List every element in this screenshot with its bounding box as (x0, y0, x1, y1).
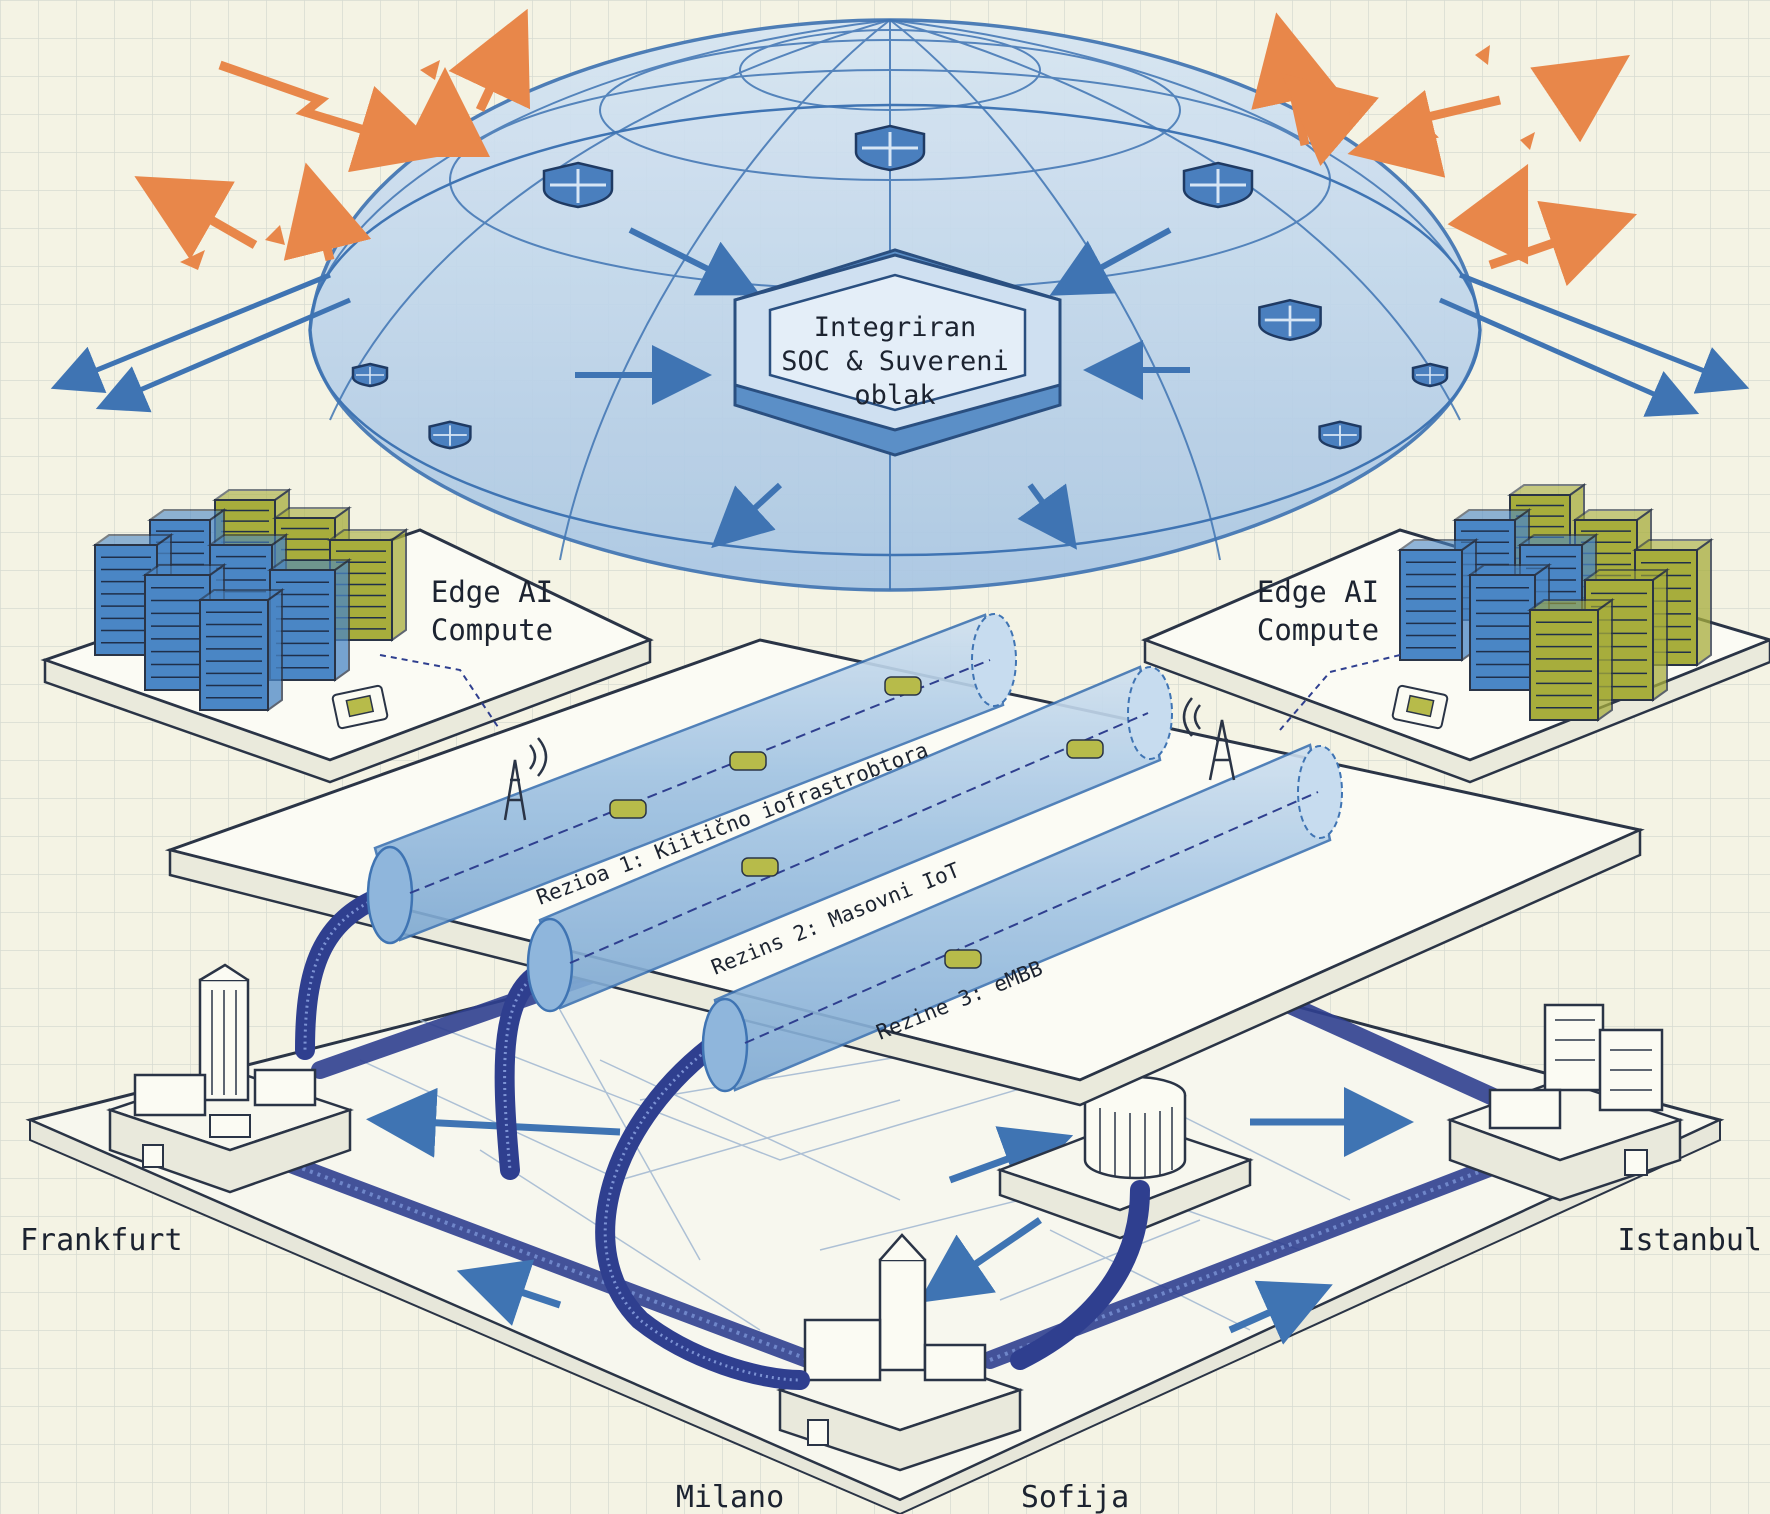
slice-tunnel-1 (366, 613, 1017, 945)
threat-arrows (134, 8, 1638, 287)
server-rack-icon (1526, 598, 1616, 722)
server-rack-icon (196, 588, 286, 712)
shield-icon-cross (862, 132, 918, 166)
city-label-milano: Milano (676, 1480, 784, 1514)
shield-icon-cross (1264, 305, 1316, 337)
edge-ai-right-label-line-1: Edge AI (1257, 575, 1379, 609)
edge-links (379, 654, 1401, 731)
city-istanbul (1446, 1003, 1684, 1202)
core-label-line-2: SOC & Suvereni (781, 346, 1009, 377)
server-racks-right (1396, 483, 1715, 722)
city-label-frankfurt: Frankfurt (20, 1223, 183, 1258)
core-label-line-3: oblak (854, 380, 935, 411)
shield-icon-cross (550, 169, 606, 203)
shield-icon-cross (1323, 425, 1357, 446)
outbound-arrows (50, 272, 1750, 417)
threat-shards (180, 45, 1535, 270)
shield-icon-cross (1416, 367, 1444, 384)
server-racks-left (91, 488, 410, 712)
edge-ai-left-label-line-1: Edge AI (431, 575, 553, 609)
shield-icon-cross (433, 425, 467, 446)
city-label-istanbul: Istanbul (1618, 1223, 1763, 1258)
shield-icon-cross (356, 367, 384, 384)
edge-ai-left-label-line-2: Compute (431, 613, 553, 647)
server-rack-icon (1396, 538, 1480, 662)
cell-tower-icon (1182, 697, 1236, 781)
integrated-soc-core: Integriran SOC & Suvereni oblak (733, 248, 1062, 457)
edge-ai-right-label-line-2: Compute (1257, 613, 1379, 647)
city-frankfurt (106, 963, 354, 1194)
slice-tunnel-3 (701, 743, 1343, 1093)
cell-tower-icon (503, 737, 548, 821)
ai-chip-icon (1391, 684, 1449, 730)
ai-chip-icon (331, 684, 389, 730)
core-label-line-1: Integriran (814, 312, 977, 343)
shield-icon-cross (1190, 169, 1246, 203)
slice-tunnel-2 (526, 665, 1173, 1013)
city-label-sofija: Sofija (1021, 1480, 1129, 1514)
city-milano-sofija-hub (776, 1233, 1024, 1472)
